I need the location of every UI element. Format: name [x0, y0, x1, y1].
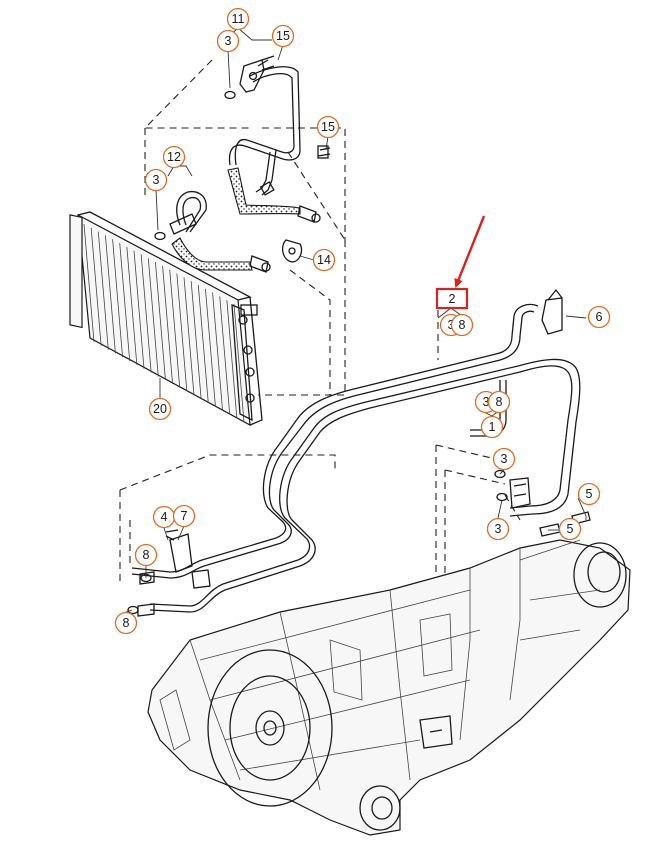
radiator-fin [155, 262, 166, 381]
callout-3[interactable]: 3 [144, 168, 168, 192]
highlight-box [435, 287, 469, 310]
callout-label: 14 [317, 253, 331, 267]
callout-label: 5 [567, 522, 574, 536]
radiator-fin [147, 258, 159, 377]
radiator-fin [233, 303, 245, 423]
radiator-fin [140, 254, 152, 373]
callout-label: 3 [153, 173, 160, 187]
callout-ring [114, 611, 138, 635]
highlight-arrow [454, 215, 486, 288]
callout-ring [316, 115, 340, 139]
callout-label: 8 [459, 318, 466, 332]
radiator-fin [162, 265, 173, 384]
callout-ring [486, 517, 510, 541]
cooler-line-pipes [127, 288, 591, 617]
callout-ring [148, 397, 172, 421]
callout-label: 12 [167, 150, 181, 164]
callout-3[interactable]: 3 [492, 447, 516, 471]
radiator-cooler [69, 211, 263, 427]
callout-ring [162, 145, 186, 169]
callout-label: 4 [161, 510, 168, 524]
callout-ring [558, 517, 582, 541]
callout-ring [172, 504, 196, 528]
callout-group: 11 3 15 15 12 3 14 20 [114, 7, 611, 635]
callout-2-highlighted[interactable]: 2 [435, 287, 469, 310]
callout-label: 3 [495, 522, 502, 536]
callout-8[interactable]: 8 [487, 390, 511, 414]
callout-label: 6 [596, 310, 603, 324]
radiator-fin [126, 246, 138, 365]
callout-20[interactable]: 20 [148, 397, 172, 421]
radiator-fin [197, 284, 209, 403]
radiator-fin [205, 288, 216, 407]
radiator-fin [90, 227, 102, 346]
callout-label: 2 [449, 292, 456, 306]
callout-label: 11 [232, 12, 245, 26]
callout-label: 15 [276, 29, 290, 43]
callout-ring [144, 168, 168, 192]
radiator-fin [169, 269, 181, 388]
callout-8[interactable]: 8 [450, 313, 474, 337]
callout-label: 7 [181, 509, 188, 523]
callout-ring [450, 313, 474, 337]
callout-ring [480, 415, 504, 439]
callout-ring [216, 29, 240, 53]
radiator-fin [133, 250, 145, 369]
radiator-fin [83, 223, 95, 343]
callout-label: 8 [143, 548, 150, 562]
callout-label: 3 [225, 34, 232, 48]
callout-3[interactable]: 3 [486, 517, 510, 541]
radiator-fin [112, 239, 123, 358]
callout-ring [271, 24, 295, 48]
callout-14[interactable]: 14 [312, 248, 336, 272]
callout-ring [226, 7, 250, 31]
callout-4[interactable]: 4 [152, 505, 176, 529]
radiator-fin [183, 277, 195, 396]
callout-7[interactable]: 7 [172, 504, 196, 528]
callout-ring [134, 543, 158, 567]
callout-label: 8 [123, 616, 130, 630]
callout-label: 8 [496, 395, 503, 409]
radiator-fin [219, 296, 231, 415]
callout-3[interactable]: 3 [216, 29, 240, 53]
transmission [147, 539, 631, 836]
callout-8[interactable]: 8 [114, 611, 138, 635]
callout-label: 15 [321, 120, 335, 134]
callout-12[interactable]: 12 [162, 145, 186, 169]
radiator-fin [226, 300, 238, 419]
radiator-fin [97, 231, 109, 350]
callout-label: 20 [153, 402, 167, 416]
callout-8[interactable]: 8 [134, 543, 158, 567]
callout-label: 3 [501, 452, 508, 466]
radiator-fin [105, 235, 116, 354]
callout-5[interactable]: 5 [577, 482, 601, 506]
radiator-fin [190, 281, 202, 400]
callout-15[interactable]: 15 [271, 24, 295, 48]
callout-1[interactable]: 1 [480, 415, 504, 439]
callout-label: 1 [489, 420, 496, 434]
radiator-fin [176, 273, 188, 392]
callout-label: 5 [586, 487, 593, 501]
callout-6[interactable]: 6 [587, 305, 611, 329]
radiator-fin [119, 243, 131, 362]
radiator-fin [212, 292, 223, 411]
callout-ring [577, 482, 601, 506]
callout-ring [492, 447, 516, 471]
callout-5[interactable]: 5 [558, 517, 582, 541]
callout-ring [487, 390, 511, 414]
callout-11[interactable]: 11 [226, 7, 250, 31]
callout-ring [587, 305, 611, 329]
callout-ring [312, 248, 336, 272]
callout-label: 3 [483, 395, 490, 409]
upper-pipes [154, 55, 331, 273]
callout-15[interactable]: 15 [316, 115, 340, 139]
